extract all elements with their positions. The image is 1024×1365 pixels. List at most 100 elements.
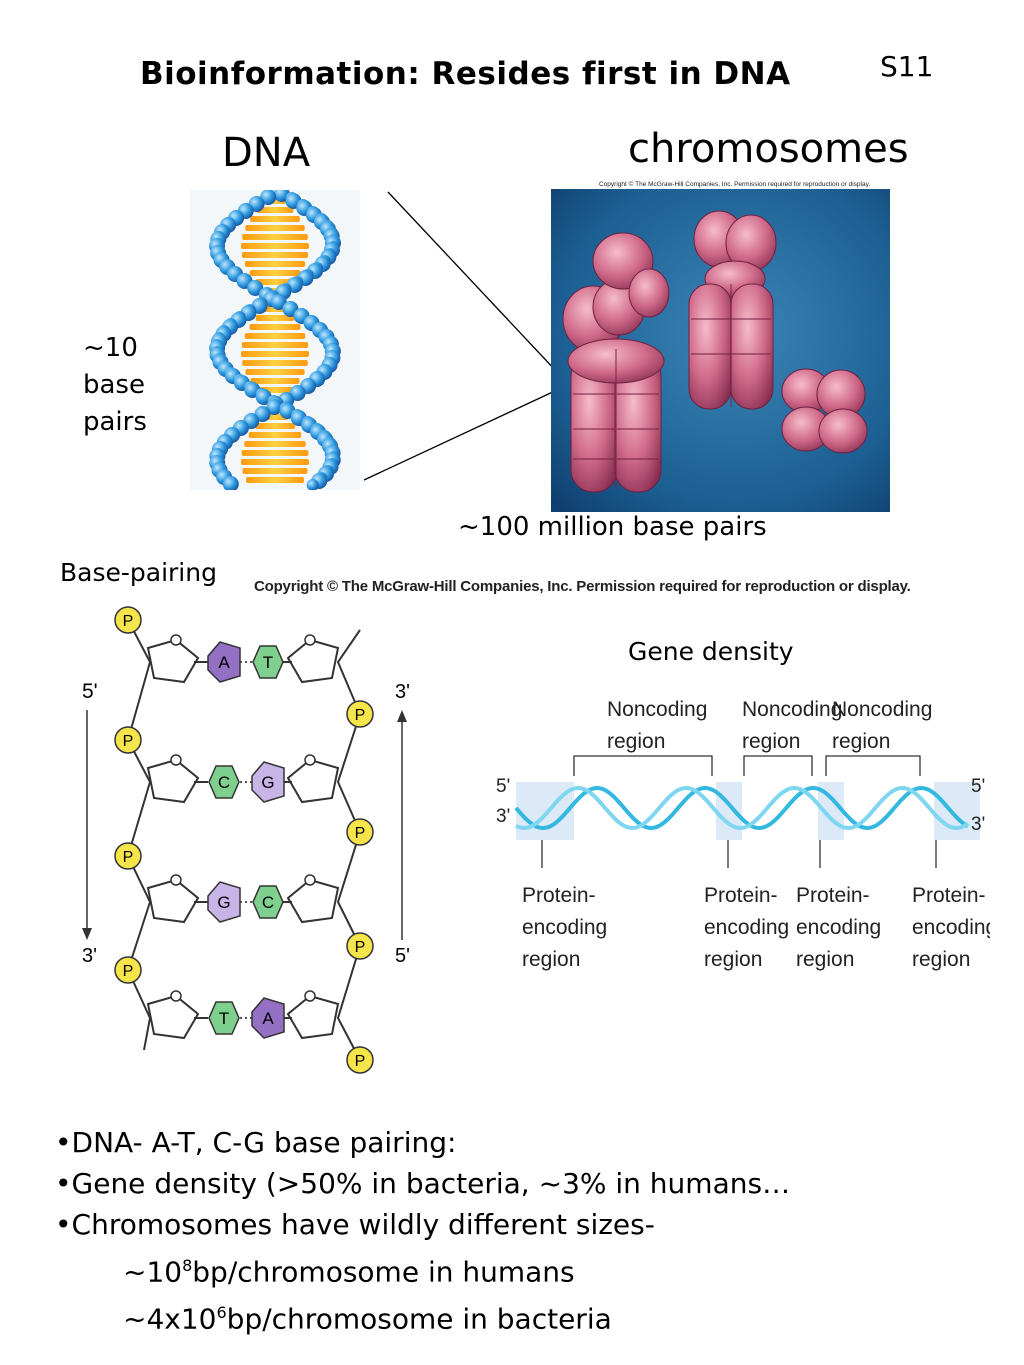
gene-density-diagram: Noncoding region Noncoding region Noncod…	[496, 698, 990, 971]
sugar-oxygen	[304, 990, 316, 1002]
bacteria-size-exponent: 6	[216, 1303, 227, 1323]
phosphate-circle	[346, 932, 374, 960]
bullet-gene-density: •Gene density (>50% in bacteria, ~3% in …	[55, 1167, 791, 1200]
noncoding-1-line-1: Noncoding	[607, 698, 707, 721]
base-pairing-label: Base-pairing	[60, 558, 217, 587]
pyrimidine-base	[208, 1001, 240, 1035]
sugar-ring	[286, 878, 340, 924]
helix-left-5-label: 5'	[496, 776, 510, 797]
ten-base-pairs-label: ~10 base pairs	[83, 330, 163, 441]
phosphate-circle	[346, 700, 374, 728]
phosphate-circle	[346, 818, 374, 846]
noncoding-3-line-1: Noncoding	[832, 698, 932, 721]
bullet-bacteria-size: ~4x106bp/chromosome in bacteria	[55, 1292, 790, 1339]
helix-rung	[241, 243, 309, 249]
chromosome-micrograph	[551, 189, 890, 512]
page-title: Bioinformation: Resides first in DNA	[140, 56, 791, 92]
helix-left-3-label: 3'	[496, 806, 510, 827]
helix-rung	[241, 459, 309, 465]
helix-rung	[244, 441, 306, 447]
human-size-unit: bp/chromosome in humans	[192, 1255, 575, 1289]
phosphate-label: P	[355, 1053, 366, 1070]
base-letter: C	[218, 773, 230, 792]
left-strand-top-label: 5'	[82, 680, 98, 703]
helix-rung	[248, 432, 302, 438]
helix-right-3-label: 3'	[971, 814, 985, 835]
base-letter: G	[261, 773, 274, 792]
helix-rung	[245, 369, 305, 375]
purine-base	[251, 761, 285, 803]
helix-rung	[241, 252, 309, 258]
helix-rung	[241, 342, 309, 348]
phosphate-circle	[114, 726, 142, 754]
noncoding-3-line-2: region	[832, 730, 890, 753]
protein-2-line-3: region	[704, 948, 762, 971]
sugar-oxygen	[170, 754, 182, 766]
helix-rung	[242, 468, 308, 474]
protein-3-line-3: region	[796, 948, 854, 971]
sugar-oxygen	[170, 874, 182, 886]
left-strand-bottom-label: 3'	[82, 945, 97, 967]
protein-3-line-2: encoding	[796, 916, 881, 939]
zoom-connector-lines	[363, 191, 558, 481]
sugar-oxygen	[304, 634, 316, 646]
sugar-ring	[146, 638, 200, 684]
helix-atom	[260, 190, 277, 205]
phosphate-label: P	[355, 825, 366, 842]
phosphate-label: P	[123, 733, 134, 750]
bullet-chromosome-sizes: •Chromosomes have wildly different sizes…	[55, 1208, 655, 1241]
phosphate-circle	[114, 842, 142, 870]
human-size-base: ~10	[123, 1255, 183, 1289]
right-strand-top-label: 3'	[395, 681, 410, 703]
protein-2-line-1: Protein-	[704, 884, 778, 907]
bacteria-size-base: ~4x10	[123, 1302, 217, 1336]
protein-4-line-2: encoding	[912, 916, 990, 939]
sugar-ring	[286, 758, 340, 804]
helix-rung	[249, 324, 301, 330]
helix-rung	[244, 261, 306, 267]
protein-1-line-3: region	[522, 948, 580, 971]
bullet-human-size: ~108bp/chromosome in humans	[55, 1245, 790, 1292]
sugar-ring	[286, 638, 340, 684]
bullet-list: •DNA- A-T, C-G base pairing: •Gene densi…	[55, 1122, 790, 1340]
phosphate-label: P	[123, 963, 134, 980]
base-letter: A	[262, 1009, 274, 1028]
purine-base	[207, 641, 241, 683]
helix-strand-a	[514, 785, 969, 831]
chromosomes-label: chromosomes	[628, 126, 909, 172]
dna-helix-illustration	[190, 190, 360, 490]
sugar-ring	[146, 878, 200, 924]
left-backbone	[126, 619, 152, 1051]
purine-base	[207, 881, 241, 923]
helix-rung	[241, 450, 309, 456]
helix-rung	[254, 423, 296, 429]
phosphate-label: P	[123, 613, 134, 630]
base-letter: G	[217, 893, 230, 912]
helix-atom	[306, 479, 319, 490]
pyrimidine-base	[252, 885, 284, 919]
ten-bp-line-3: pairs	[83, 407, 147, 437]
base-letter: C	[262, 893, 274, 912]
phosphate-circle	[346, 1046, 374, 1074]
helix-rung	[249, 270, 301, 276]
base-letter: T	[219, 1009, 229, 1028]
sugar-oxygen	[304, 754, 316, 766]
noncoding-2-line-2: region	[742, 730, 800, 753]
noncoding-1-line-2: region	[607, 730, 665, 753]
helix-atom	[247, 280, 264, 296]
gene-density-label: Gene density	[628, 637, 794, 666]
photo-copyright: Copyright © The McGraw-Hill Companies, I…	[599, 181, 871, 188]
helix-rung	[250, 378, 300, 384]
ten-bp-line-1: ~10	[83, 333, 138, 363]
helix-atom	[222, 476, 239, 490]
purine-base	[251, 997, 285, 1039]
helix-rung	[244, 333, 306, 339]
phosphate-circle	[114, 956, 142, 984]
phosphate-label: P	[355, 939, 366, 956]
helix-rung	[241, 351, 309, 357]
helix-atom	[266, 399, 283, 415]
base-letter: T	[263, 653, 273, 672]
protein-1-line-1: Protein-	[522, 884, 596, 907]
sugar-oxygen	[170, 990, 182, 1002]
phosphate-circle	[114, 606, 142, 634]
